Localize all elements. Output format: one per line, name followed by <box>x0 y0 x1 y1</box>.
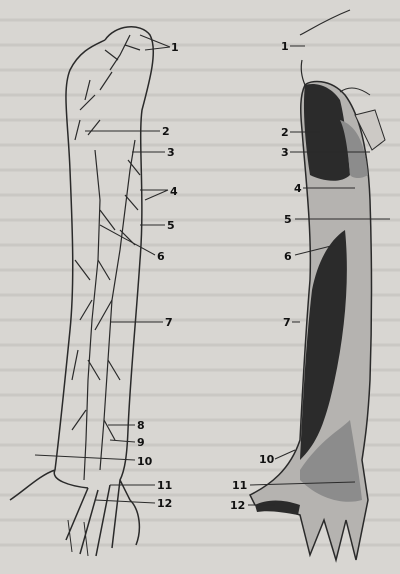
left-label-5: 5 <box>167 220 175 231</box>
left-label-3: 3 <box>167 147 175 158</box>
left-label-7: 7 <box>165 317 173 328</box>
right-label-11: 11 <box>232 480 247 491</box>
right-arm-drawing <box>250 10 385 560</box>
left-label-6: 6 <box>157 251 165 262</box>
right-label-2: 2 <box>281 127 289 138</box>
left-label-8: 8 <box>137 420 145 431</box>
left-arm-drawing <box>10 27 153 556</box>
left-label-12: 12 <box>157 498 172 509</box>
right-label-10: 10 <box>259 454 274 465</box>
right-label-3: 3 <box>281 147 289 158</box>
right-label-12: 12 <box>230 500 245 511</box>
left-label-11: 11 <box>157 480 172 491</box>
left-label-9: 9 <box>137 437 145 448</box>
left-arm-nerves <box>72 35 140 480</box>
left-label-2: 2 <box>162 126 170 137</box>
left-label-4: 4 <box>170 186 178 197</box>
left-label-1: 1 <box>171 42 179 53</box>
right-label-1: 1 <box>281 41 289 52</box>
right-label-4: 4 <box>294 183 302 194</box>
right-label-6: 6 <box>284 251 292 262</box>
right-label-5: 5 <box>284 214 292 225</box>
right-label-7: 7 <box>283 317 291 328</box>
left-label-10: 10 <box>137 456 152 467</box>
